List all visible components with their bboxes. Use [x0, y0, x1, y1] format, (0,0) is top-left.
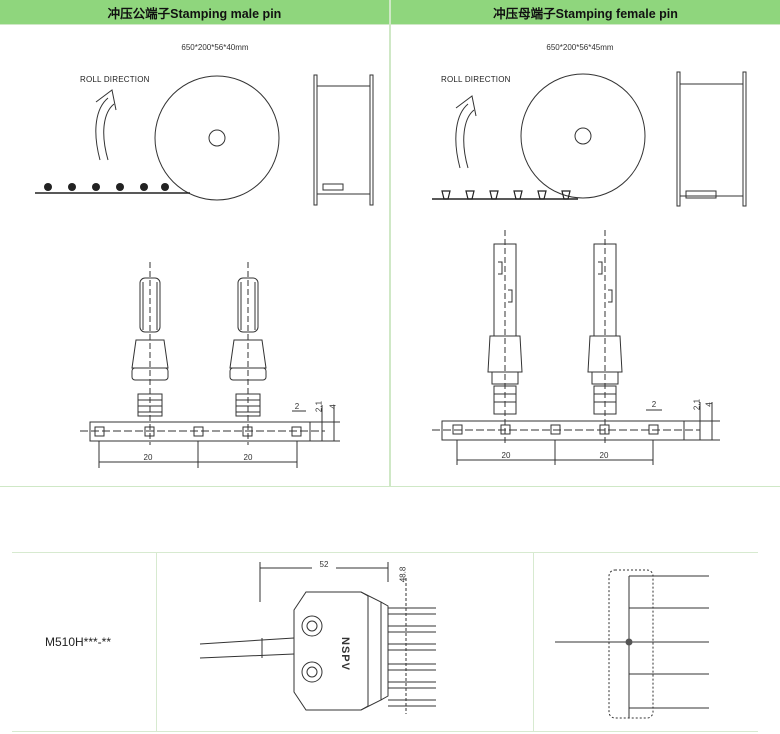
product-dim-length: 52: [312, 560, 336, 569]
product-brand-mark: NSPV: [339, 637, 351, 671]
male-dim-pitch-1: 20: [143, 453, 153, 462]
male-roll-arrow-icon: [95, 97, 109, 161]
product-row-bottom-border: [12, 731, 758, 732]
female-pin-strip-diagram: [432, 230, 720, 465]
female-roll-direction-label: ROLL DIRECTION: [441, 75, 511, 84]
male-roll-direction-label: ROLL DIRECTION: [80, 75, 150, 84]
female-dim-pitch-2: 20: [599, 451, 609, 460]
column-divider: [389, 0, 391, 487]
product-row-top-border: [12, 552, 758, 553]
male-reel-hub: [208, 129, 226, 147]
male-dim-a: 2: [294, 402, 300, 411]
header-male-pin: 冲压公端子Stamping male pin: [0, 0, 389, 24]
product-model-label: M510H***-**: [44, 635, 112, 649]
product-schematic: [555, 569, 709, 719]
female-dim-pitch-1: 20: [501, 451, 511, 460]
product-col-divider-1: [156, 552, 157, 732]
female-dim-c: 4: [704, 402, 714, 407]
female-reel-disc: [520, 73, 646, 199]
product-dim-height: 48.8: [398, 566, 408, 583]
male-pin-strip-diagram: [80, 262, 340, 468]
header-female-pin: 冲压母端子Stamping female pin: [391, 0, 780, 24]
female-dim-b: 2.1: [692, 398, 702, 411]
female-dim-a: 2: [651, 400, 657, 409]
male-reel-dimensions: 650*200*56*40mm: [181, 43, 249, 52]
male-dim-pitch-2: 20: [243, 453, 253, 462]
male-reel-disc: [154, 75, 280, 201]
section-divider: [0, 486, 780, 487]
header-underline: [0, 24, 780, 25]
male-dim-b: 2.1: [314, 400, 324, 413]
male-dim-c: 4: [328, 404, 338, 409]
female-reel-diagram: [432, 71, 747, 207]
female-roll-arrow-icon: [455, 103, 469, 169]
female-reel-hub: [574, 127, 592, 145]
product-col-divider-2: [533, 552, 534, 732]
male-reel-diagram: [35, 74, 374, 206]
female-reel-dimensions: 650*200*56*45mm: [546, 43, 614, 52]
